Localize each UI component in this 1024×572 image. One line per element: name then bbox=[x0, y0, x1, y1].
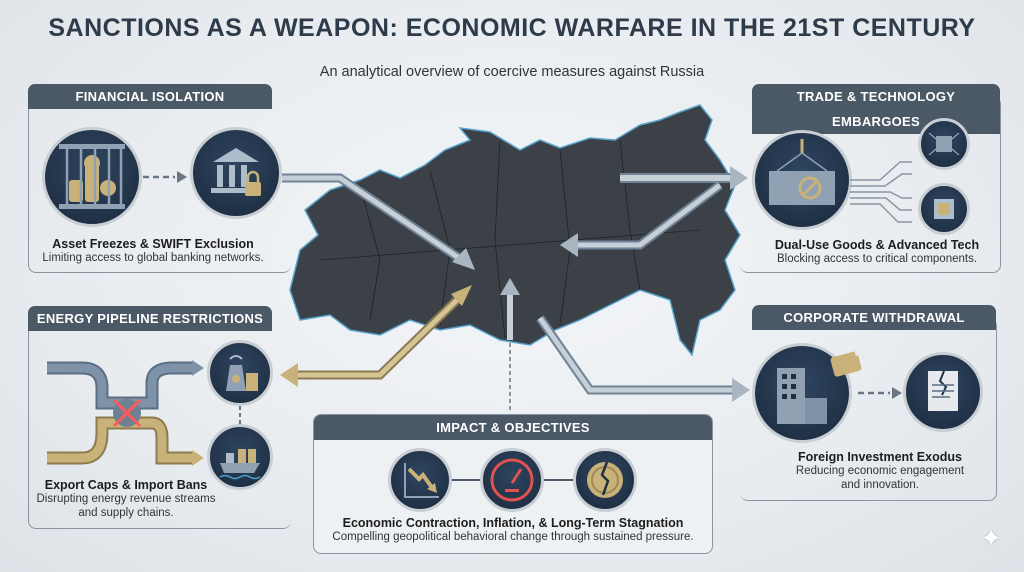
impact-caption-title: Economic Contraction, Inflation, & Long-… bbox=[342, 516, 684, 530]
trade-panel bbox=[740, 96, 1001, 273]
financial-header: FINANCIAL ISOLATION bbox=[28, 84, 272, 109]
trade-caption-title: Dual-Use Goods & Advanced Tech bbox=[774, 238, 980, 252]
corporate-caption-desc: Reducing economic engagement and innovat… bbox=[795, 465, 965, 491]
energy-panel bbox=[28, 318, 291, 529]
declining-chart-icon bbox=[388, 448, 452, 512]
circuit-traces bbox=[850, 161, 912, 223]
oil-tanker-icon bbox=[207, 424, 273, 490]
power-plant-icon bbox=[207, 340, 273, 406]
arrow-financial-to-map bbox=[282, 173, 475, 270]
impact-caption-desc: Compelling geopolitical behavioral chang… bbox=[332, 531, 694, 543]
impact-caption: Economic Contraction, Inflation, & Long-… bbox=[313, 516, 713, 544]
blocked-pipeline-icon bbox=[47, 360, 204, 466]
corporate-panel bbox=[740, 318, 997, 501]
trade-caption-desc: Blocking access to critical components. bbox=[776, 253, 978, 265]
arrow-trade-to-map bbox=[560, 181, 723, 257]
page-title: SANCTIONS AS A WEAPON: ECONOMIC WARFARE … bbox=[48, 14, 976, 42]
dashed-arrow-icon bbox=[858, 387, 902, 399]
corporate-caption: Foreign Investment Exodus Reducing econo… bbox=[760, 450, 1000, 492]
financial-caption-desc: Limiting access to global banking networ… bbox=[42, 252, 264, 264]
trade-caption: Dual-Use Goods & Advanced Tech Blocking … bbox=[752, 238, 1002, 266]
arrow-map-to-corporate bbox=[536, 315, 750, 402]
circuit-board-icon bbox=[918, 118, 970, 170]
energy-caption: Export Caps & Import Bans Disrupting ene… bbox=[36, 478, 216, 520]
dashed-arrow-icon bbox=[143, 171, 187, 183]
arrow-map-to-trade bbox=[620, 166, 748, 190]
speedometer-icon bbox=[480, 448, 544, 512]
sparkle-icon: ✦ bbox=[980, 523, 1002, 553]
russia-map-shape bbox=[289, 104, 741, 357]
arrow-energy-map bbox=[280, 285, 472, 387]
flying-briefcase bbox=[830, 342, 872, 377]
arrow-impact-to-map bbox=[500, 278, 520, 410]
dashed-connector bbox=[239, 406, 241, 424]
energy-caption-title: Export Caps & Import Bans bbox=[44, 478, 208, 492]
embargoed-container-icon bbox=[752, 130, 852, 230]
cracked-coin-icon bbox=[573, 448, 637, 512]
financial-caption: Asset Freezes & SWIFT Exclusion Limiting… bbox=[28, 237, 278, 265]
financial-panel bbox=[28, 96, 291, 273]
impact-header: IMPACT & OBJECTIVES bbox=[314, 415, 712, 440]
financial-caption-title: Asset Freezes & SWIFT Exclusion bbox=[52, 237, 254, 251]
energy-caption-desc: Disrupting energy revenue streams and su… bbox=[36, 493, 216, 519]
torn-contract-icon bbox=[903, 352, 983, 432]
corporate-caption-title: Foreign Investment Exodus bbox=[798, 450, 962, 464]
energy-header: ENERGY PIPELINE RESTRICTIONS bbox=[28, 306, 272, 331]
locked-bank-icon bbox=[190, 127, 282, 219]
page-subtitle: An analytical overview of coercive measu… bbox=[319, 64, 705, 80]
frozen-assets-icon bbox=[42, 127, 142, 227]
microchip-icon bbox=[918, 183, 970, 235]
corporate-header: CORPORATE WITHDRAWAL bbox=[752, 305, 996, 330]
